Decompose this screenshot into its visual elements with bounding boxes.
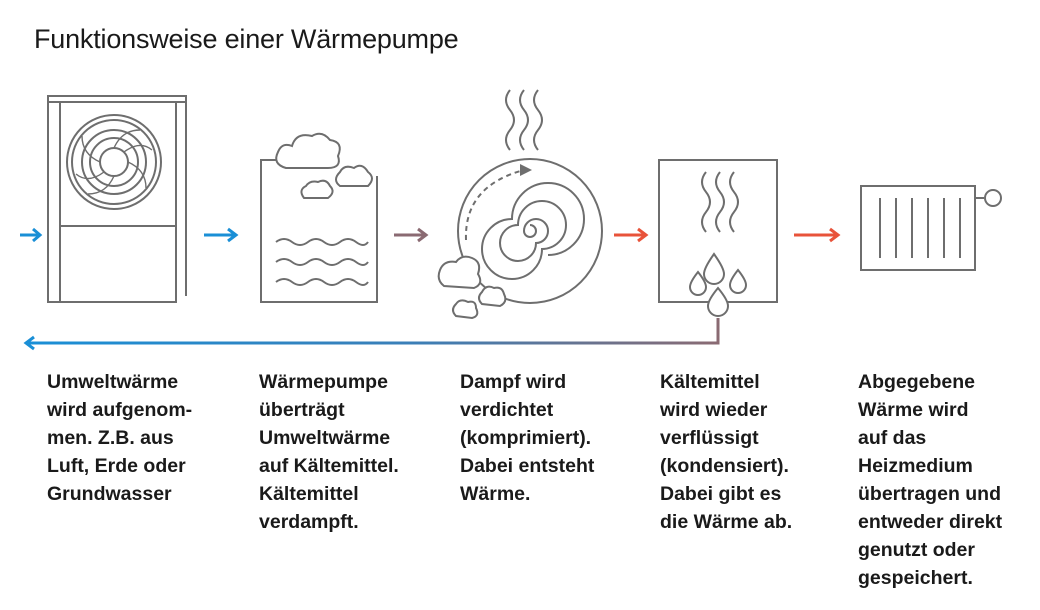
step-3-description: Dampf wird verdichtet (komprimiert). Dab… xyxy=(460,371,595,505)
step-5-description: Abgegebene Wärme wird auf das Heizmedium… xyxy=(858,371,1003,589)
condenser-icon xyxy=(658,159,778,317)
flow-arrow-4-5 xyxy=(794,227,841,243)
heat-pump-unit-icon xyxy=(47,95,187,303)
flow-arrow-1-2 xyxy=(204,227,239,243)
return-flow-arrow xyxy=(23,318,720,351)
flow-arrow-2-3 xyxy=(394,227,429,243)
step-4-description: Kältemittel wird wieder verflüssigt (kon… xyxy=(660,371,793,533)
step-2-description: Wärmepumpe überträgt Umweltwärme auf Käl… xyxy=(259,371,399,533)
evaporator-icon xyxy=(260,132,378,303)
flow-arrow-3-4 xyxy=(614,227,649,243)
step-1-description: Umweltwärme wird aufgenom- men. Z.B. aus… xyxy=(47,371,193,505)
radiator-icon xyxy=(860,185,1002,271)
compressor-spiral-icon xyxy=(437,89,603,320)
page-title: Funktionsweise einer Wärmepumpe xyxy=(34,24,459,54)
flow-arrow-in xyxy=(20,227,43,243)
